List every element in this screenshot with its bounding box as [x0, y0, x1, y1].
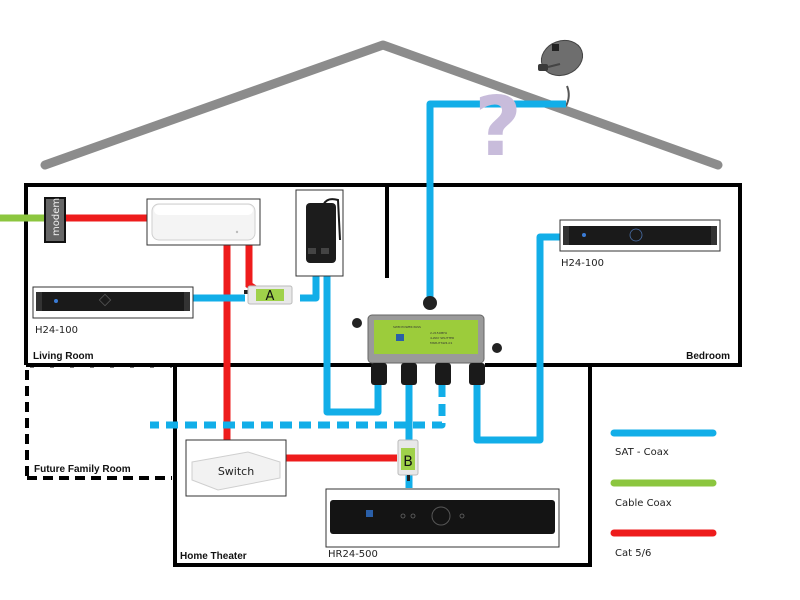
- room-label-home-theater: Home Theater: [180, 551, 247, 562]
- legend-label-cat: Cat 5/6: [615, 548, 651, 559]
- sat-coax-lines: [150, 100, 566, 488]
- room-label-bedroom: Bedroom: [686, 351, 730, 362]
- svg-text:Switch: Switch: [218, 465, 254, 478]
- unknown-connection-icon: ?: [474, 80, 522, 175]
- adapter-b: B: [397, 439, 419, 481]
- svg-text:modem: modem: [51, 198, 62, 236]
- legend: SAT - Coax Cable Coax Cat 5/6: [610, 429, 717, 559]
- svg-text:SWM POWER PASS: SWM POWER PASS: [393, 325, 421, 329]
- legend-label-sat-coax: SAT - Coax: [615, 447, 669, 458]
- room-label-living-room: Living Room: [33, 351, 94, 362]
- svg-text:4-WAY SPLITTER: 4-WAY SPLITTER: [430, 336, 454, 340]
- roof: [40, 40, 723, 170]
- router: [146, 198, 261, 246]
- receiver-bedroom: [559, 219, 721, 252]
- receiver-home-theater: [325, 488, 560, 548]
- splitter: SWM POWER PASS 2-2150MHz 4-WAY SPLITTER …: [352, 296, 502, 385]
- svg-text:B: B: [403, 454, 413, 470]
- modem: modem: [44, 197, 66, 243]
- svg-text:A: A: [266, 289, 275, 304]
- power-inserter: [295, 189, 344, 277]
- adapter-a: A: [244, 285, 293, 305]
- satellite-dish-icon: [538, 39, 584, 107]
- receiver-living-room: [32, 286, 194, 319]
- future-family-room-walls: [25, 370, 172, 480]
- receiver-home-theater-label: HR24-500: [328, 549, 378, 560]
- receiver-living-room-label: H24-100: [35, 325, 78, 336]
- svg-text:MSPLITSW4-01: MSPLITSW4-01: [430, 341, 452, 345]
- legend-label-cable-coax: Cable Coax: [615, 498, 672, 509]
- svg-text:2-2150MHz: 2-2150MHz: [430, 331, 447, 335]
- room-label-future-family-room: Future Family Room: [34, 464, 131, 475]
- network-switch: Switch: [185, 439, 287, 497]
- receiver-bedroom-label: H24-100: [561, 258, 604, 269]
